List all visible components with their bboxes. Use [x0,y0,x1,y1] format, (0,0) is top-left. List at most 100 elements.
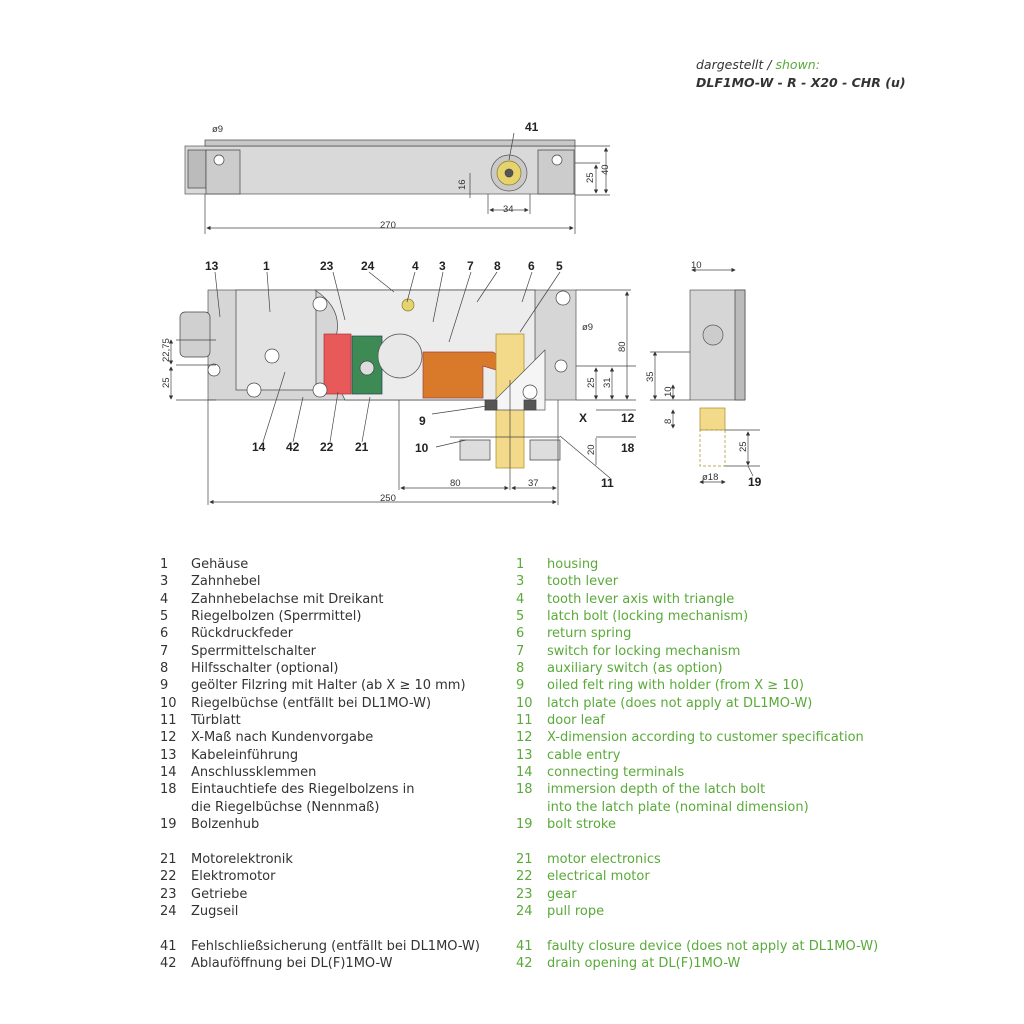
callout-24: 24 [361,259,375,273]
legend-number: 3 [160,574,169,590]
legend-text: cable entry [547,747,621,763]
legend-text: Rückdruckfeder [191,626,294,642]
legend-number: 24 [516,903,533,919]
legend-text: housing [547,557,599,572]
dim-side-18: ø18 [702,472,718,483]
legend-number: 11 [516,713,533,729]
legend-number: 18 [516,782,533,798]
legend-text: gear [547,886,577,902]
legend-number: 5 [160,609,169,625]
callout-12: 12 [621,411,635,425]
legend-text: X-dimension according to customer specif… [547,730,864,746]
legend-number: 19 [160,817,177,833]
legend-item: 41 faulty closure device (does not apply … [516,938,878,955]
legend-item: die Riegelbüchse (Nennmaß) [160,799,480,816]
dim-80: 80 [450,478,461,489]
dim-side-8: 8 [663,419,674,424]
callout-21: 21 [355,440,369,454]
legend-number: 8 [160,661,169,677]
side-view [650,267,760,485]
legend-text: Kabeleinführung [191,747,299,763]
callout-4: 4 [412,259,419,273]
legend-item: 9 oiled felt ring with holder (from X ≥ 1… [516,677,878,694]
callout-6: 6 [528,259,535,273]
legend-number [160,799,191,816]
legend-text: faulty closure device (does not apply at… [547,938,879,954]
legend-item: 23 gear [516,886,878,903]
legend-number: 23 [160,886,177,902]
legend-gap [516,920,878,937]
callout-7: 7 [467,259,474,273]
dim-80-height: 80 [617,341,628,352]
callout-19: 19 [748,475,762,489]
legend-text: latch plate (does not apply at DL1MO-W) [547,695,813,711]
dim-side-25: 25 [738,441,749,452]
legend-number: 7 [160,643,169,659]
legend-number: 5 [516,609,525,625]
callout-22: 22 [320,440,334,454]
callout-42: 42 [286,440,300,454]
legend-number: 4 [516,591,525,607]
legend-number: 23 [516,886,533,902]
legend-text: bolt stroke [547,817,616,833]
top-view [184,132,610,234]
legend-text: immersion depth of the latch bolt [547,782,766,798]
callout-5: 5 [556,259,563,273]
legend-text: Motorelektronik [191,851,293,867]
callout-23: 23 [320,259,334,273]
legend-number: 14 [516,765,533,781]
callout-13: 13 [205,259,219,273]
dim-20: 20 [586,444,597,455]
legend-text: geölter Filzring mit Halter (ab X ≥ 10 m… [191,678,466,694]
legend-text: Fehlschließsicherung (entfällt bei DL1MO… [191,938,480,954]
legend-number [516,799,547,816]
dim-25-left: 25 [161,377,172,388]
dim-25-right: 25 [586,377,597,388]
callout-14: 14 [252,440,266,454]
callout-41: 41 [525,120,539,134]
legend-number: 1 [516,557,525,572]
legend-number: 7 [516,643,525,659]
dim-side-10b: 10 [663,386,674,397]
dim-top-270: 270 [380,220,396,231]
legend-number: 12 [160,730,177,746]
model-designation: DLF1MO-W - R - X20 - CHR (u) [696,75,906,90]
legend-number: 4 [160,591,169,607]
legend-number: 9 [516,678,525,694]
legend-text: Türblatt [191,713,241,729]
legend-text: pull rope [547,903,605,919]
legend-number: 41 [516,938,533,954]
legend-number: 1 [160,557,169,572]
legend-item: 23 Getriebe [160,886,480,903]
dim-top-hole: ø9 [212,124,223,135]
dim-250: 250 [380,493,396,504]
legend-gap [160,920,480,937]
callout-9: 9 [419,414,426,428]
legend-number: 41 [160,938,177,954]
legend-text: Getriebe [191,886,248,902]
legend-number: 3 [516,574,525,590]
legend-text: oiled felt ring with holder (from X ≥ 10… [547,678,804,694]
legend-gap [516,834,878,851]
legend-number: 6 [516,626,525,642]
legend-text: Sperrmittelschalter [191,643,316,659]
callout-1: 1 [263,259,270,273]
